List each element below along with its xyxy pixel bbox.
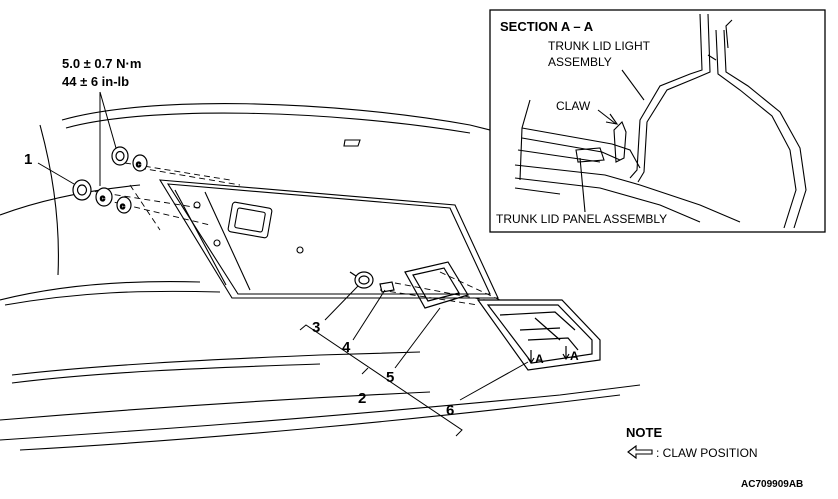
trunk-lid-light-lens (476, 299, 601, 371)
torque-imperial: 44 ± 6 in-lb (62, 74, 129, 89)
section-title: SECTION A – A (500, 19, 594, 34)
section-light-label-line1: TRUNK LID LIGHT (548, 39, 651, 53)
section-light-label-line2: ASSEMBLY (548, 55, 612, 69)
alignment-lines (84, 162, 501, 306)
claw-mark-left: A (535, 352, 544, 366)
section-geometry (514, 13, 807, 229)
nut-group-lower: c c (72, 179, 132, 214)
claw-mark-right: A (570, 349, 579, 363)
gasket (404, 261, 469, 309)
trunk-lid-outline (0, 103, 691, 451)
note-claw-position: : CLAW POSITION (656, 446, 758, 460)
section-panel-label: TRUNK LID PANEL ASSEMBLY (496, 212, 667, 226)
figure-code: AC709909AB (741, 479, 803, 490)
trunk-lid-garnish (158, 179, 499, 299)
callout-2: 2 (358, 390, 366, 407)
callout-4: 4 (342, 339, 351, 356)
svg-text:c: c (136, 159, 141, 169)
bulb (379, 281, 395, 293)
claw-position-arrow-icon (627, 444, 653, 460)
section-claw-label: CLAW (556, 99, 591, 113)
torque-metric: 5.0 ± 0.7 N·m (62, 56, 141, 71)
section-a-a-inset: SECTION A – A TRUNK LID LIGHT ASSEMBLY C… (489, 9, 826, 233)
leader-lines (37, 91, 529, 437)
svg-text:c: c (120, 201, 125, 211)
nut-group-upper: c (111, 146, 148, 172)
note-title: NOTE (626, 425, 662, 440)
svg-text:c: c (100, 193, 105, 203)
callout-6: 6 (446, 402, 454, 419)
callout-1: 1 (24, 151, 32, 168)
bulb-socket (349, 271, 374, 289)
note-block: NOTE : CLAW POSITION (626, 425, 758, 460)
callout-5: 5 (386, 369, 394, 386)
claw-marks: A A (527, 346, 579, 366)
callout-3: 3 (312, 319, 320, 336)
